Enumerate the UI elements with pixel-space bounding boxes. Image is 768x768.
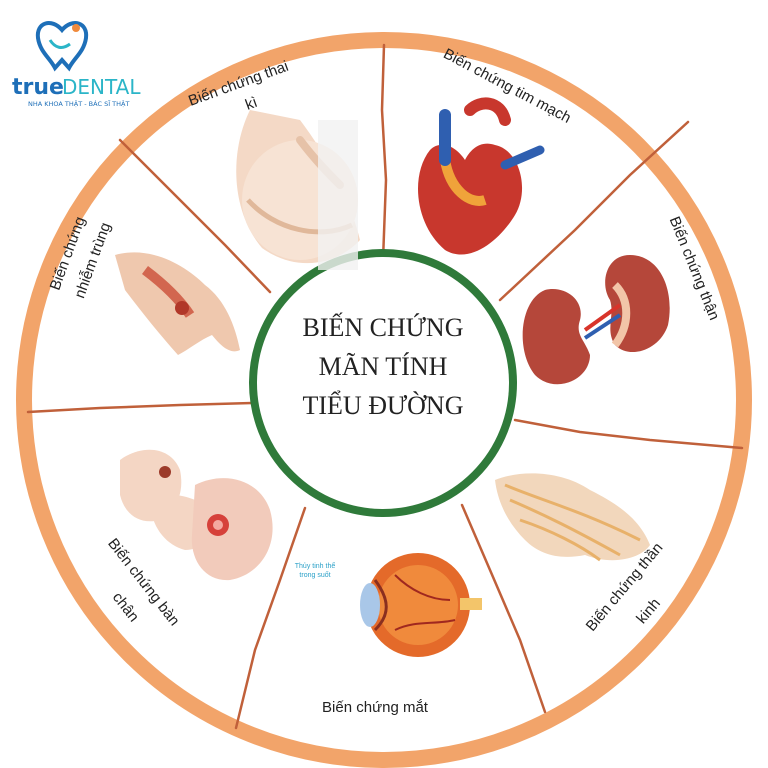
feet-ulcer-icon [120,449,273,581]
center-title-line-1: BIẾN CHỨNG [302,313,463,342]
center-ring [249,249,517,517]
divider-lower-right [460,503,547,714]
logo-tagline: NHA KHOA THẬT - BÁC SĨ THẬT [28,99,129,108]
divider-right [513,418,744,450]
eye-annotation-line-1: Thủy tinh thể [295,562,336,570]
eye-annotation-line-2: trong suốt [299,570,330,579]
logo-word-true: true [12,75,64,100]
tooth-logo-icon [35,21,89,72]
divider-bottom-left [234,506,307,730]
divider-upper-left [118,138,272,294]
divider-top [380,43,388,262]
segment-label-pregnancy-2: kì [243,94,260,114]
eye-icon [360,553,482,657]
segment-label-eye: Biến chứng mắt [322,699,429,716]
true-dental-logo: true DENTAL NHA KHOA THẬT - BÁC SĨ THẬT [12,21,141,108]
logo-word-dental: DENTAL [62,75,141,99]
center-title-line-3: TIỂU ĐƯỜNG [303,391,464,420]
divider-upper-right [498,120,690,302]
divider-left [26,401,254,414]
pregnant-belly-icon [236,110,360,270]
center-title-line-2: MÃN TÍNH [319,352,448,381]
heart-icon [418,97,545,255]
nerve-hand-icon [495,473,650,562]
kidney-icon [522,255,670,385]
segment-dividers [26,43,744,730]
infected-hand-icon [115,252,240,355]
